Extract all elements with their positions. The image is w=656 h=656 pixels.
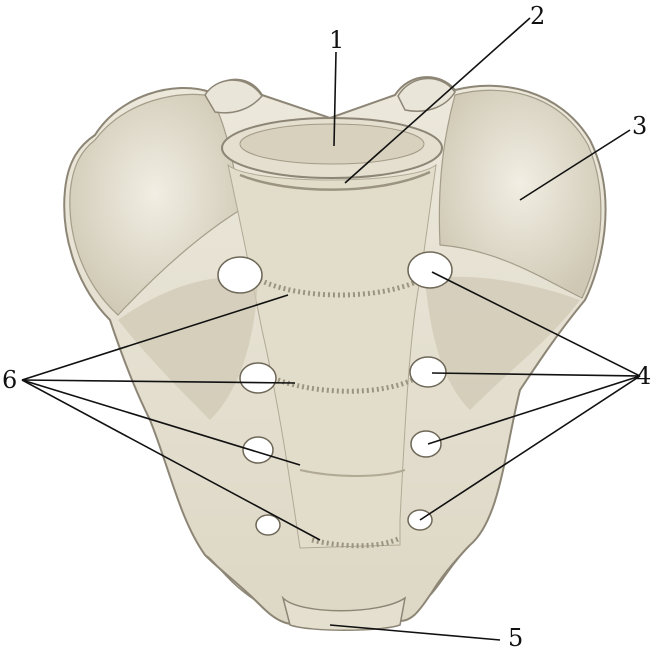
sacral-base-surface xyxy=(240,124,424,164)
foramen-left-3 xyxy=(243,437,273,463)
foramen-left-1 xyxy=(218,257,262,293)
label-6: 6 xyxy=(2,366,17,394)
leader-line-5 xyxy=(330,625,500,640)
foramen-right-3 xyxy=(411,431,441,457)
label-4: 4 xyxy=(636,362,651,390)
label-1: 1 xyxy=(329,26,344,54)
label-2: 2 xyxy=(530,2,545,30)
label-5: 5 xyxy=(508,624,523,652)
label-3: 3 xyxy=(632,112,647,140)
foramen-right-1 xyxy=(408,252,452,288)
foramen-left-2 xyxy=(240,363,276,393)
foramen-right-2 xyxy=(410,357,446,387)
foramen-left-4 xyxy=(256,515,280,535)
